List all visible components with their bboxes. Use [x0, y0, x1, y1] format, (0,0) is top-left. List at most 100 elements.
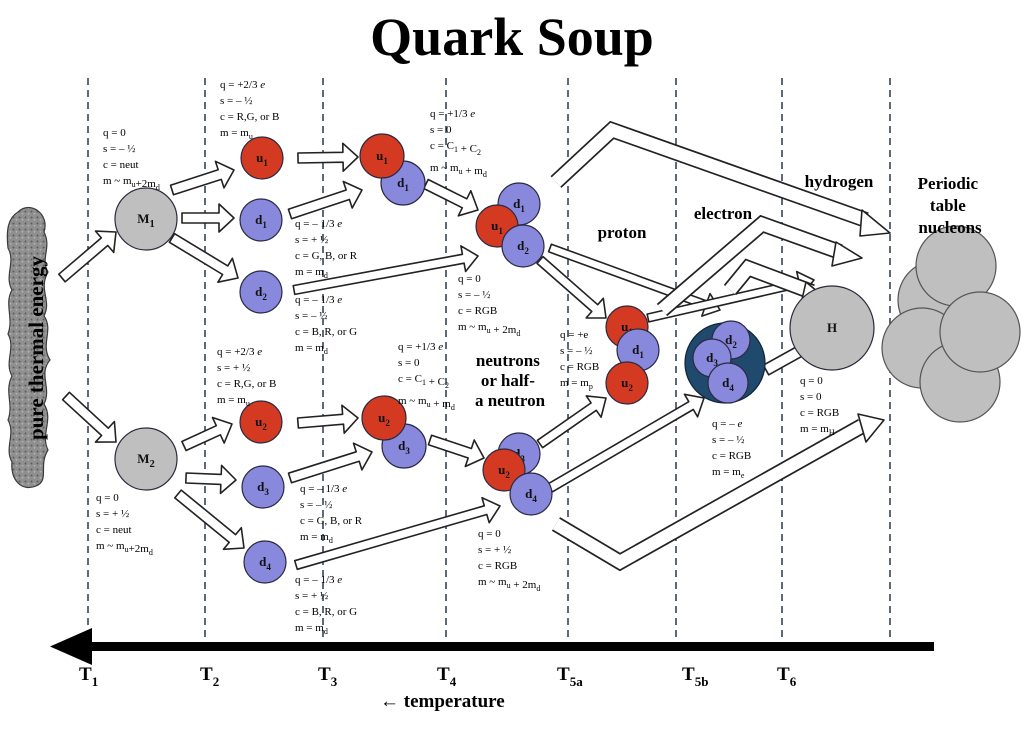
periodic-nucleon-cluster — [881, 225, 1021, 423]
arrow-m1-to-u1 — [169, 160, 235, 196]
svg-text:M1: M1 — [137, 211, 155, 230]
time-label-t4: T4 — [437, 664, 457, 689]
svg-text:d3: d3 — [398, 438, 410, 456]
arrow-trio-bot-to-proton — [536, 395, 607, 449]
proton-u2: u2 — [605, 361, 649, 405]
hydrogen-label: hydrogen — [805, 172, 874, 191]
m2-particle: M2 — [114, 427, 178, 491]
stage-labels: neutrons or half- a neutron proton elect… — [475, 172, 982, 410]
arrow-trio-top-to-proton — [536, 255, 607, 319]
m1-particle: M1 — [114, 187, 178, 251]
time-grid — [87, 78, 891, 645]
neutron-label: neutrons or half- a neutron — [475, 351, 546, 410]
time-label-t3: T3 — [318, 664, 338, 689]
time-label-t1: T1 — [79, 664, 98, 689]
d2-particle: d2 — [239, 270, 283, 314]
path-trio-top-to-periodic — [550, 120, 891, 237]
svg-text:u1: u1 — [491, 218, 503, 236]
particles: M1M2u1d1d2u2d3d4d1u1d3u2d1u1d2d3u2d4u1d1… — [114, 133, 1021, 584]
nucleon-5 — [939, 291, 1021, 373]
arrow-m1-to-d2 — [168, 232, 239, 284]
path-proton-to-hydrogen-upper — [656, 214, 863, 317]
svg-text:u1: u1 — [376, 148, 388, 166]
arrow-u2-to-pair — [296, 404, 359, 435]
arrow-m2-to-d4 — [174, 489, 245, 551]
svg-text:H: H — [827, 320, 837, 335]
svg-text:u2: u2 — [378, 410, 390, 428]
svg-text:d4: d4 — [722, 375, 734, 393]
path-trio-bot-to-periodic — [551, 413, 885, 572]
arrow-d3-to-pair — [287, 442, 373, 484]
arrow-d2-to-trio-top — [292, 245, 479, 296]
trio-top-d2: d2 — [501, 224, 545, 268]
thermal-energy-label: pure thermal energy — [24, 256, 48, 440]
svg-text:d4: d4 — [525, 486, 537, 504]
electron-label: electron — [694, 204, 753, 223]
arrow-m2-to-d3 — [185, 464, 237, 495]
svg-text:d4: d4 — [259, 554, 271, 572]
temperature-axis-label: ← temperature — [380, 691, 505, 712]
arrow-trio-bot-to-electron — [546, 393, 705, 493]
svg-text:d2: d2 — [517, 238, 529, 256]
time-axis — [50, 628, 934, 665]
svg-text:d2: d2 — [725, 332, 737, 350]
svg-text:u2: u2 — [621, 375, 633, 393]
arrow-m2-to-u2 — [181, 416, 233, 452]
arrow-energy-to-m1 — [57, 230, 117, 283]
svg-text:d3: d3 — [706, 350, 718, 368]
d1-particle: d1 — [239, 198, 283, 242]
time-label-t5b: T5b — [682, 664, 708, 689]
svg-text:d1: d1 — [632, 342, 644, 360]
d3-particle: d3 — [241, 465, 285, 509]
arrow-d4-to-trio-bot — [293, 496, 501, 571]
u1-particle: u1 — [240, 136, 284, 180]
svg-text:u1: u1 — [256, 150, 268, 168]
arrow-pair-to-trio-bot — [427, 434, 485, 468]
u2-particle: u2 — [239, 400, 283, 444]
svg-text:M2: M2 — [137, 451, 155, 470]
arrow-energy-to-m2 — [61, 391, 117, 443]
d4-particle: d4 — [243, 540, 287, 584]
svg-text:d2: d2 — [255, 284, 267, 302]
trio-bot-d4: d4 — [509, 472, 553, 516]
time-label-t6: T6 — [777, 664, 797, 689]
hydrogen-atom: H — [789, 285, 875, 371]
time-label-t2: T2 — [200, 664, 219, 689]
pair-top-u1: u1 — [359, 133, 405, 179]
proton-label: proton — [598, 223, 647, 242]
time-labels: T1 T2 T3 T4 T5a T5b T6 — [79, 664, 797, 689]
arrow-pair-to-trio-top — [422, 178, 479, 217]
arrow-m1-to-d1 — [181, 203, 235, 233]
periodic-table-label: Periodic table nucleons — [918, 174, 983, 237]
pair-bot-u2: u2 — [361, 395, 407, 441]
diagram-title: Quark Soup — [370, 7, 654, 67]
transition-arrows — [57, 142, 821, 571]
svg-text:d3: d3 — [257, 479, 269, 497]
time-label-t5a: T5a — [557, 664, 583, 689]
svg-text:d1: d1 — [255, 212, 267, 230]
svg-text:u2: u2 — [255, 414, 267, 432]
thermal-energy-source: pure thermal energy — [6, 206, 51, 489]
arrow-u1-to-pair — [297, 142, 359, 172]
svg-text:d1: d1 — [397, 175, 409, 193]
svg-text:d1: d1 — [513, 196, 525, 214]
svg-text:u2: u2 — [498, 462, 510, 480]
arrow-d1-to-pair — [287, 180, 363, 220]
electron-d4: d4 — [707, 362, 749, 404]
